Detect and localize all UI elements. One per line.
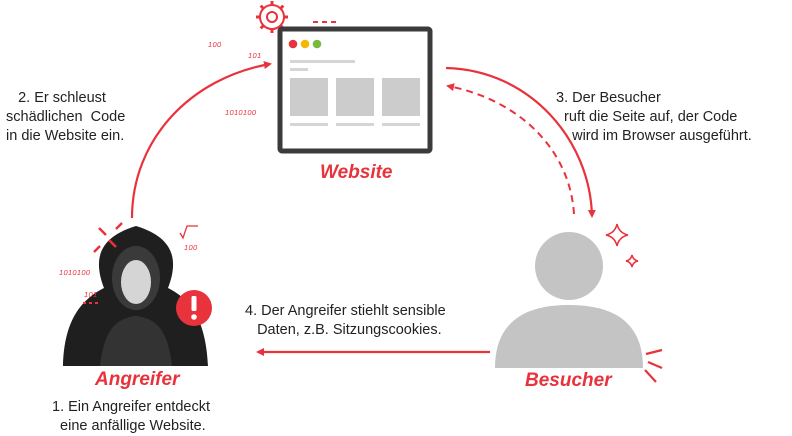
website-label: Website bbox=[320, 162, 393, 183]
binary-decoration: 100 bbox=[184, 243, 198, 252]
sparkle-icon bbox=[605, 223, 639, 268]
binary-decoration: 1010100 bbox=[225, 108, 257, 117]
step-4-text: 4. Der Angreifer stiehlt sensible Daten,… bbox=[245, 303, 446, 338]
browser-window-icon bbox=[277, 26, 433, 154]
binary-decoration: 1010100 bbox=[59, 268, 91, 277]
binary-decoration: 100 bbox=[208, 40, 222, 49]
attacker-label: Angreifer bbox=[95, 369, 180, 390]
step-2-text: 2. Er schleust schädlichen Code in die W… bbox=[6, 90, 126, 144]
visitor-person-icon bbox=[495, 232, 643, 368]
decorative-burst bbox=[644, 348, 663, 383]
alert-icon bbox=[176, 290, 212, 326]
step-1-text: 1. Ein Angreifer entdeckt eine anfällige… bbox=[52, 399, 210, 434]
binary-decoration: 101 bbox=[248, 51, 262, 60]
arrow-website-to-visitor bbox=[445, 66, 596, 218]
step-3-text: 3. Der Besucher ruft die Seite auf, der … bbox=[556, 90, 752, 144]
decorative-dots bbox=[83, 302, 98, 304]
alert-marks bbox=[93, 222, 123, 253]
arrow-attacker-to-website bbox=[130, 61, 272, 219]
decorative-sqrt-icon bbox=[179, 225, 198, 240]
hooded-hacker-icon bbox=[63, 226, 208, 366]
binary-decoration: 101 bbox=[84, 290, 98, 299]
visitor-label: Besucher bbox=[525, 370, 612, 391]
